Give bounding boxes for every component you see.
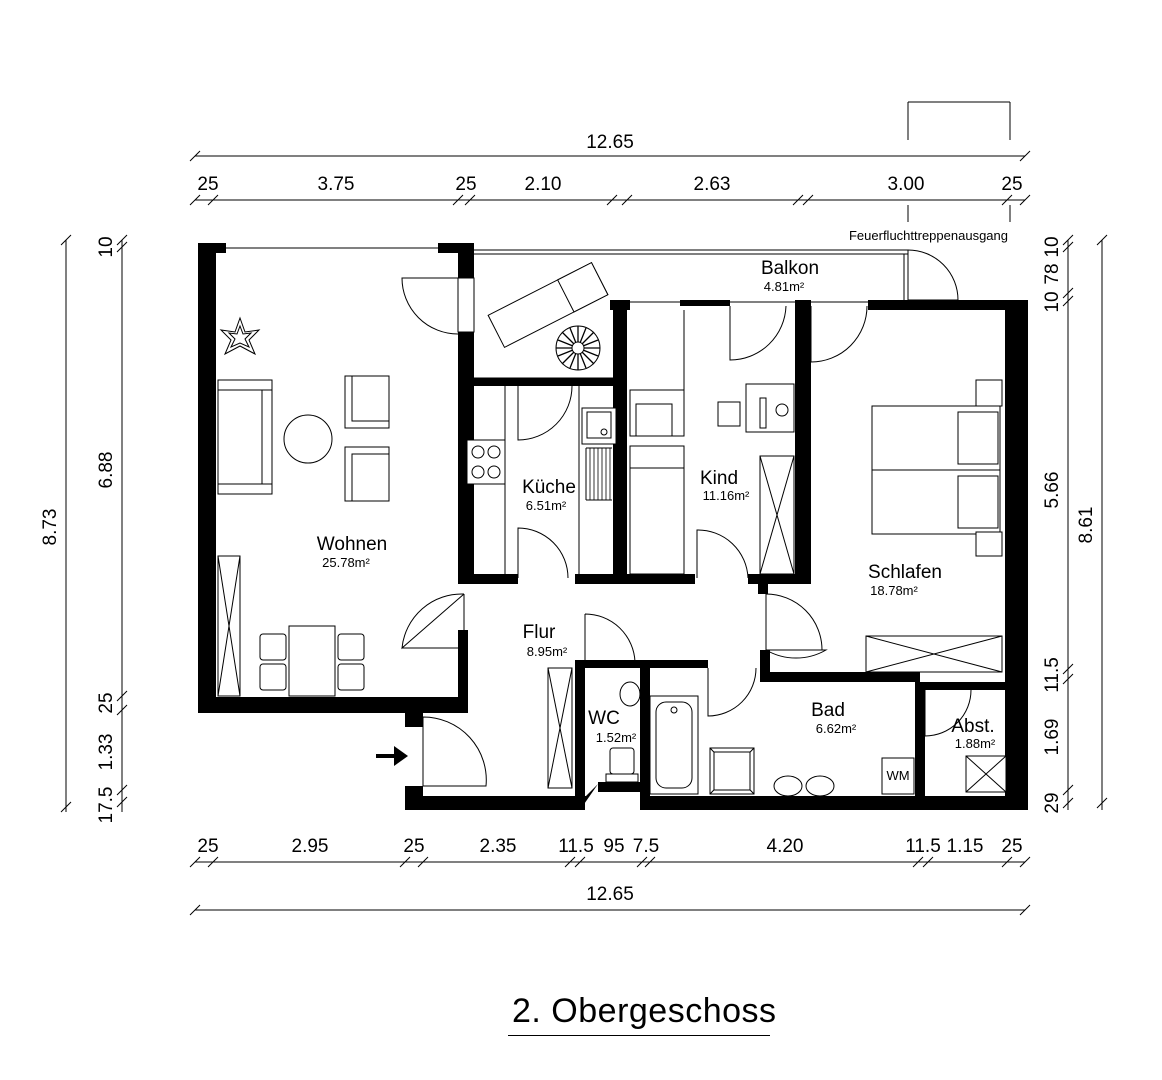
plant-icon xyxy=(555,325,601,371)
chair-icon xyxy=(717,401,741,427)
dimension-labels: 12.65 25 3.75 25 2.10 2.63 3.00 25 25 2.… xyxy=(40,132,1097,905)
dim-bottom-1: 25 xyxy=(197,836,218,857)
dim-bottom-3: 25 xyxy=(403,836,424,857)
washbasin-icon xyxy=(805,775,835,797)
dim-bottom-4: 2.35 xyxy=(480,836,517,857)
room-balkon-name: Balkon xyxy=(761,258,819,279)
washbasin-icon xyxy=(619,681,641,707)
dim-left-1: 10 xyxy=(96,236,117,257)
room-flur-area: 8.95m² xyxy=(527,644,568,659)
room-abst-name: Abst. xyxy=(951,716,994,737)
room-wc-name: WC xyxy=(588,708,620,729)
dim-right-1: 10 xyxy=(1042,236,1063,257)
dim-left-2: 6.88 xyxy=(96,452,117,489)
dim-top-6: 3.00 xyxy=(888,174,925,195)
dim-bottom-2: 2.95 xyxy=(292,836,329,857)
room-schlafen-area: 18.78m² xyxy=(870,583,918,598)
room-wc-area: 1.52m² xyxy=(596,730,637,745)
dim-top-1: 25 xyxy=(197,174,218,195)
dim-top-2: 3.75 xyxy=(318,174,355,195)
dim-bottom-7: 7.5 xyxy=(633,836,659,857)
room-labels: Wohnen 25.78m² Balkon 4.81m² Küche 6.51m… xyxy=(317,258,996,751)
dim-bottom-6: 95 xyxy=(603,836,624,857)
watermark: www.grundriss.com xyxy=(1004,577,1019,691)
washing-machine-icon xyxy=(881,757,915,795)
dim-right-3: 10 xyxy=(1042,291,1063,312)
dim-bottom-9: 11.5 xyxy=(905,836,941,857)
floor-title: 2. Obergeschoss xyxy=(512,992,777,1030)
dining-table-icon xyxy=(288,625,336,697)
room-kind-area: 11.16m² xyxy=(703,488,750,503)
furniture xyxy=(217,261,1007,797)
dim-bottom-8: 4.20 xyxy=(767,836,804,857)
dim-right-total: 8.61 xyxy=(1076,507,1097,544)
room-balkon-area: 4.81m² xyxy=(764,279,805,294)
round-table-icon xyxy=(283,414,333,464)
dim-left-5: 17.5 xyxy=(96,787,117,824)
dim-bottom-total: 12.65 xyxy=(586,884,634,905)
room-kueche-area: 6.51m² xyxy=(526,498,567,513)
computer-icon xyxy=(759,397,767,429)
dim-bottom-11: 25 xyxy=(1001,836,1022,857)
dimension-lines xyxy=(60,101,1108,916)
dim-top-3: 25 xyxy=(455,174,476,195)
dim-left-total: 8.73 xyxy=(40,509,61,546)
sofa-icon xyxy=(217,379,273,495)
room-bad-name: Bad xyxy=(811,700,845,721)
dim-right-4: 5.66 xyxy=(1042,472,1063,509)
doors xyxy=(401,277,972,787)
wm-label: WM xyxy=(886,768,909,783)
dim-right-5: 11.5 xyxy=(1042,657,1063,693)
room-kueche-name: Küche xyxy=(522,477,576,498)
room-abst-area: 1.88m² xyxy=(955,736,996,751)
washbasin-icon xyxy=(773,775,803,797)
dim-top-total: 12.65 xyxy=(586,132,634,153)
room-kind-name: Kind xyxy=(700,468,738,489)
toilet-icon xyxy=(609,747,635,775)
dim-top-7: 25 xyxy=(1001,174,1022,195)
entry-arrow-icon xyxy=(376,746,408,766)
thin-lines xyxy=(226,247,1015,800)
dim-right-7: 29 xyxy=(1042,792,1063,813)
stove-icon xyxy=(466,439,506,485)
dim-top-4: 2.10 xyxy=(525,174,562,195)
room-wohnen-name: Wohnen xyxy=(317,534,387,555)
dim-left-4: 1.33 xyxy=(96,734,117,771)
title-underline xyxy=(508,1035,770,1036)
room-schlafen-name: Schlafen xyxy=(868,562,942,583)
dim-bottom-5: 11.5 xyxy=(558,836,594,857)
plant-icon xyxy=(219,316,261,356)
dim-left-3: 25 xyxy=(96,692,117,713)
walls xyxy=(198,243,1028,810)
dim-top-5: 2.63 xyxy=(694,174,731,195)
sunlounger-icon xyxy=(487,261,609,349)
room-wohnen-area: 25.78m² xyxy=(322,555,370,570)
dim-bottom-10: 1.15 xyxy=(947,836,984,857)
room-flur-name: Flur xyxy=(523,622,556,643)
exit-label: Feuerfluchttreppenausgang xyxy=(849,228,1008,243)
dim-right-2: 78 xyxy=(1042,263,1063,284)
dim-right-6: 1.69 xyxy=(1042,719,1063,756)
room-bad-area: 6.62m² xyxy=(816,721,857,736)
